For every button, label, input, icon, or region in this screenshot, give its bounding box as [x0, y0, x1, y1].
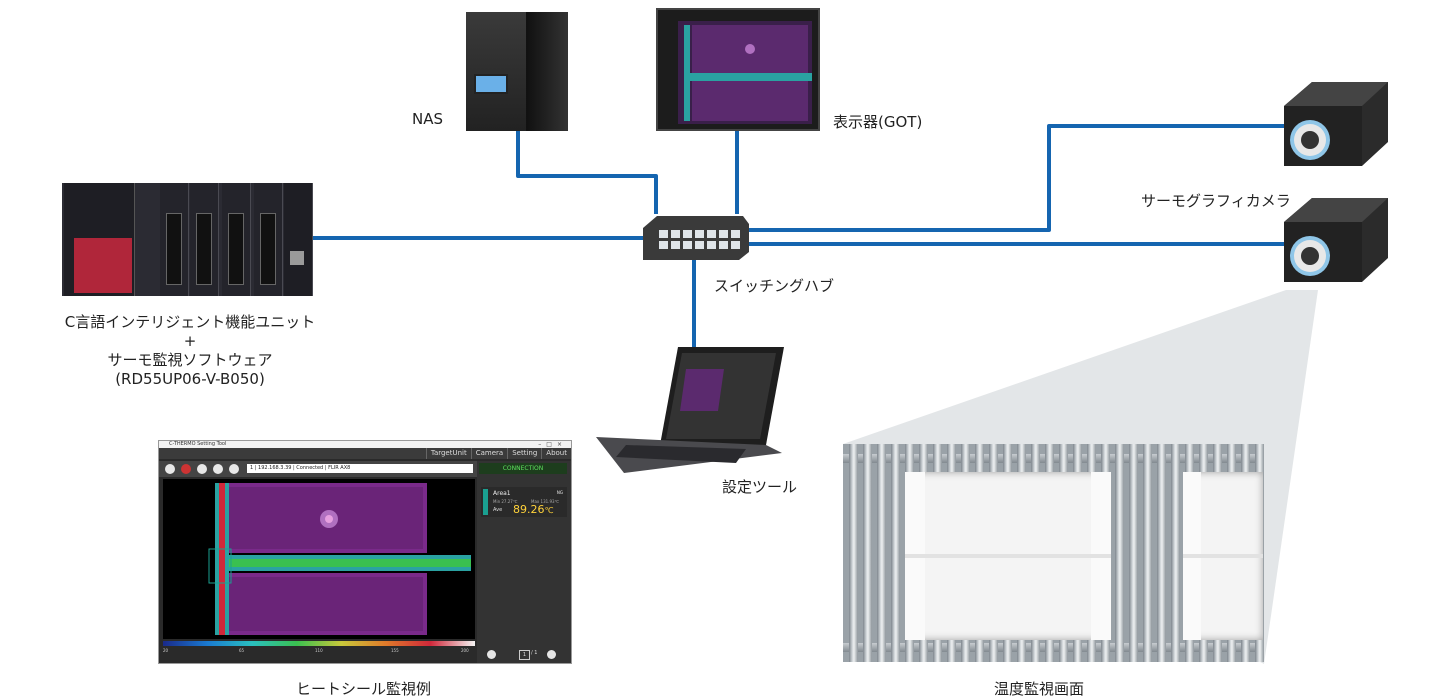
menu-camera[interactable]: Camera	[470, 448, 507, 459]
pager: 1 / 1	[487, 649, 567, 661]
got-screen	[678, 21, 812, 124]
ave-value: 89.26	[513, 503, 545, 516]
plc-caption-line2: +	[183, 332, 197, 350]
plc-io-module	[190, 183, 219, 296]
folder-icon[interactable]	[197, 464, 207, 474]
menu-bar: TargetUnit Camera Setting About	[159, 448, 571, 459]
plc-cpu-module	[64, 183, 135, 296]
area-min: Min 27.27℃	[493, 499, 518, 504]
record-icon[interactable]	[181, 464, 191, 474]
plc-unit-image	[62, 183, 313, 296]
scale-label: 155	[391, 648, 399, 653]
window-controls: –□×	[538, 441, 567, 448]
sealed-bag	[905, 472, 1111, 640]
setting-tool-label: 設定ツール	[722, 478, 798, 496]
plc-caption: C言語インテリジェント機能ユニット + サーモ監視ソフトウェア (RD55UP0…	[50, 313, 330, 389]
thermal-image	[163, 479, 475, 639]
thermo-camera-image	[1284, 82, 1388, 166]
menu-about[interactable]: About	[541, 448, 571, 459]
scale-label: 110	[315, 648, 323, 653]
connection-select[interactable]: 1 | 192.168.3.39 | Connected | FLIR AX8	[247, 464, 473, 473]
switching-hub-label: スイッチングハブ	[714, 277, 835, 295]
page-total: / 1	[531, 650, 538, 656]
conveyor-image	[843, 444, 1264, 662]
side-panel: CONNECTION Area1 NG Min 27.27℃ Max 131.9…	[477, 461, 571, 663]
nas-front-panel	[466, 12, 526, 131]
connection-status: CONNECTION	[479, 463, 567, 474]
thermo-camera-image	[1284, 198, 1388, 282]
area-status-bar	[483, 489, 488, 515]
plc-caption-line4: (RD55UP06-V-B050)	[115, 370, 265, 388]
prev-page-icon[interactable]	[487, 650, 496, 659]
print-icon[interactable]	[229, 464, 239, 474]
nas-lcd	[474, 74, 508, 94]
window-title: C-THERMO Setting Tool	[169, 441, 227, 447]
plc-io-module	[222, 183, 251, 296]
nas-image	[466, 12, 568, 131]
window-title-bar: C-THERMO Setting Tool –□×	[159, 441, 571, 448]
plc-red-panel	[74, 238, 132, 293]
plc-caption-line1: C言語インテリジェント機能ユニット	[64, 313, 316, 331]
save-icon[interactable]	[213, 464, 223, 474]
plc-c-unit	[284, 183, 313, 296]
plc-io-module	[254, 183, 283, 296]
heat-seal-caption: ヒートシール監視例	[296, 680, 432, 698]
next-page-icon[interactable]	[547, 650, 556, 659]
display-label: 表示器(GOT)	[833, 113, 923, 131]
sealed-bag	[1183, 472, 1263, 640]
area-ave-value: 89.26℃	[513, 503, 553, 516]
menu-setting[interactable]: Setting	[507, 448, 541, 459]
thermo-camera-label: サーモグラフィカメラ	[1141, 192, 1291, 210]
area-result-card[interactable]: Area1 NG Min 27.27℃ Max 131.93℃ Ave 89.2…	[481, 487, 567, 517]
camera-icon[interactable]	[165, 464, 175, 474]
laptop-image	[596, 347, 784, 473]
line-hub-camera1	[749, 124, 1288, 232]
area-judgement: NG	[556, 490, 563, 495]
scale-label: 65	[239, 648, 245, 653]
area-name: Area1	[493, 490, 511, 497]
scale-label: 20	[163, 648, 169, 653]
got-display-image	[656, 8, 820, 131]
toolbar: 1 | 192.168.3.39 | Connected | FLIR AX8	[159, 461, 477, 477]
plc-caption-line3: サーモ監視ソフトウェア	[107, 351, 273, 369]
area-max: Max 131.93℃	[531, 499, 560, 504]
plc-io-module	[160, 183, 189, 296]
menu-targetunit[interactable]: TargetUnit	[425, 448, 471, 459]
area-ave-label: Ave	[493, 507, 503, 513]
nas-label: NAS	[412, 110, 444, 128]
switching-hub-image	[643, 216, 749, 260]
temperature-color-bar	[163, 641, 475, 646]
temp-monitor-caption: 温度監視画面	[994, 680, 1085, 698]
setting-tool-window: C-THERMO Setting Tool –□× TargetUnit Cam…	[158, 440, 572, 664]
ave-unit: ℃	[544, 506, 554, 515]
page-number[interactable]: 1	[519, 650, 530, 660]
scale-label: 200	[461, 648, 469, 653]
line-nas-hub	[516, 131, 658, 214]
